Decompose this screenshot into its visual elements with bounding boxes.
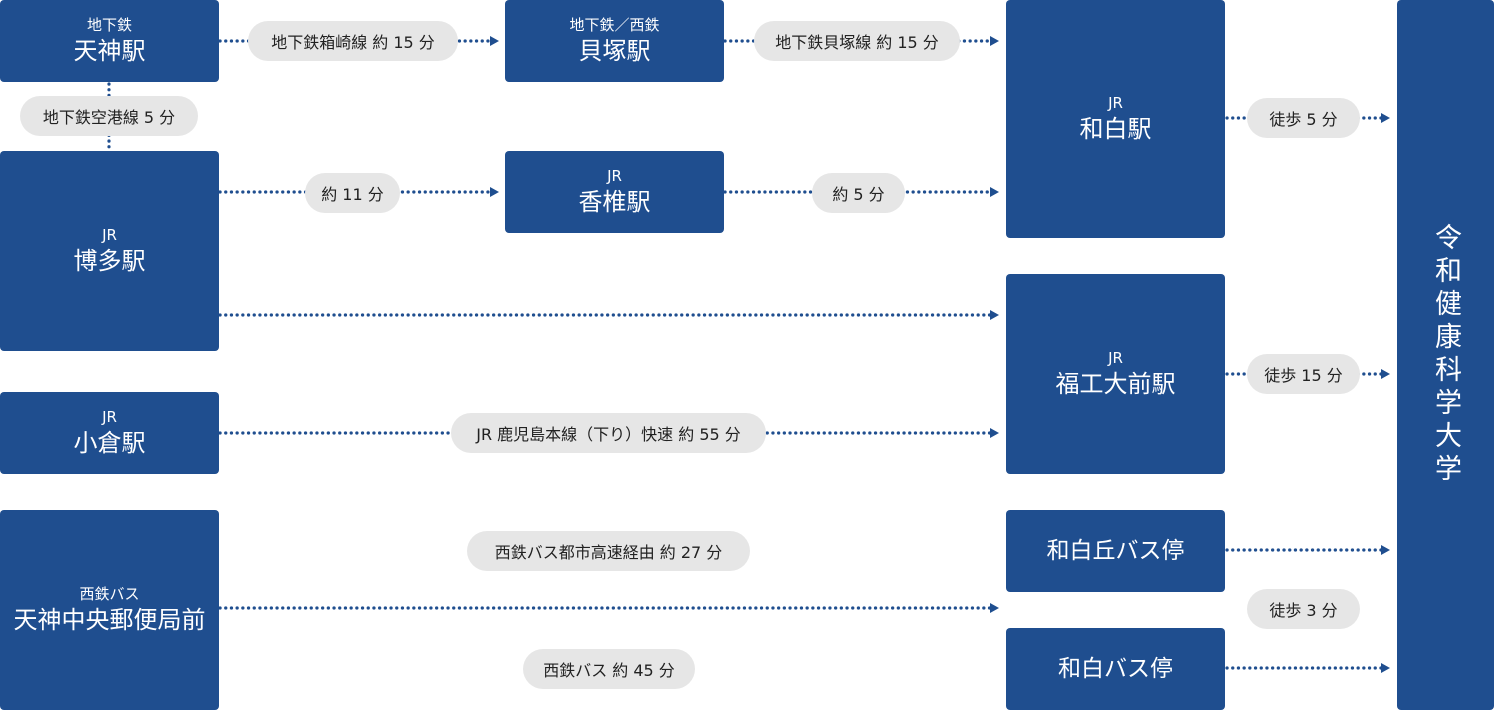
- station-hakata[interactable]: JR 博多駅: [0, 151, 219, 351]
- university-box[interactable]: 令和健康科学大学: [1397, 0, 1494, 710]
- station-line-label: JR: [1108, 94, 1123, 112]
- route-label-fukkou-walk: 徒歩 15 分: [1247, 354, 1360, 394]
- route-label-bus-normal: 西鉄バス 約 45 分: [523, 649, 695, 689]
- station-name: 天神駅: [73, 37, 146, 65]
- route-label-kaizuka-wajiro: 地下鉄貝塚線 約 15 分: [754, 21, 960, 61]
- station-line-label: JR: [607, 167, 622, 185]
- station-line-label: JR: [102, 226, 117, 244]
- station-name: 和白丘バス停: [1046, 538, 1185, 564]
- station-name: 香椎駅: [578, 188, 651, 216]
- station-name: 和白バス停: [1058, 656, 1173, 682]
- route-label-tenjin-hakata: 地下鉄空港線 5 分: [20, 96, 198, 136]
- station-kokura[interactable]: JR 小倉駅: [0, 392, 219, 474]
- station-tenjin[interactable]: 地下鉄 天神駅: [0, 0, 219, 82]
- route-label-hakata-kashii: 約 11 分: [305, 173, 400, 213]
- route-label-kokura-fukkou: JR 鹿児島本線（下り）快速 約 55 分: [451, 413, 766, 453]
- station-line-label: 西鉄バス: [79, 585, 140, 603]
- bus-stop-wajiro[interactable]: 和白バス停: [1006, 628, 1225, 710]
- university-name: 令和健康科学大学: [1430, 223, 1461, 487]
- station-name: 和白駅: [1079, 115, 1152, 143]
- station-kaizuka[interactable]: 地下鉄／西鉄 貝塚駅: [505, 0, 724, 82]
- station-name: 福工大前駅: [1055, 370, 1176, 398]
- route-label-kashii-wajiro: 約 5 分: [812, 173, 905, 213]
- route-label-tenjin-kaizuka: 地下鉄箱崎線 約 15 分: [248, 21, 458, 61]
- station-name: 小倉駅: [73, 429, 146, 457]
- station-name: 博多駅: [73, 247, 146, 275]
- station-fukkoudaimae[interactable]: JR 福工大前駅: [1006, 274, 1225, 474]
- station-line-label: JR: [1108, 349, 1123, 367]
- station-tenjin-post[interactable]: 西鉄バス 天神中央郵便局前: [0, 510, 219, 710]
- route-label-bus-express: 西鉄バス都市高速経由 約 27 分: [467, 531, 750, 571]
- station-line-label: 地下鉄／西鉄: [569, 16, 660, 34]
- station-line-label: JR: [102, 408, 117, 426]
- route-label-wajiro-walk: 徒歩 5 分: [1247, 98, 1360, 138]
- station-name: 天神中央郵便局前: [13, 606, 206, 634]
- station-name: 貝塚駅: [578, 37, 651, 65]
- station-kashii[interactable]: JR 香椎駅: [505, 151, 724, 233]
- station-line-label: 地下鉄: [86, 16, 132, 34]
- station-wajiro[interactable]: JR 和白駅: [1006, 0, 1225, 238]
- route-label-bus-walk: 徒歩 3 分: [1247, 589, 1360, 629]
- bus-stop-wajirogaoka[interactable]: 和白丘バス停: [1006, 510, 1225, 592]
